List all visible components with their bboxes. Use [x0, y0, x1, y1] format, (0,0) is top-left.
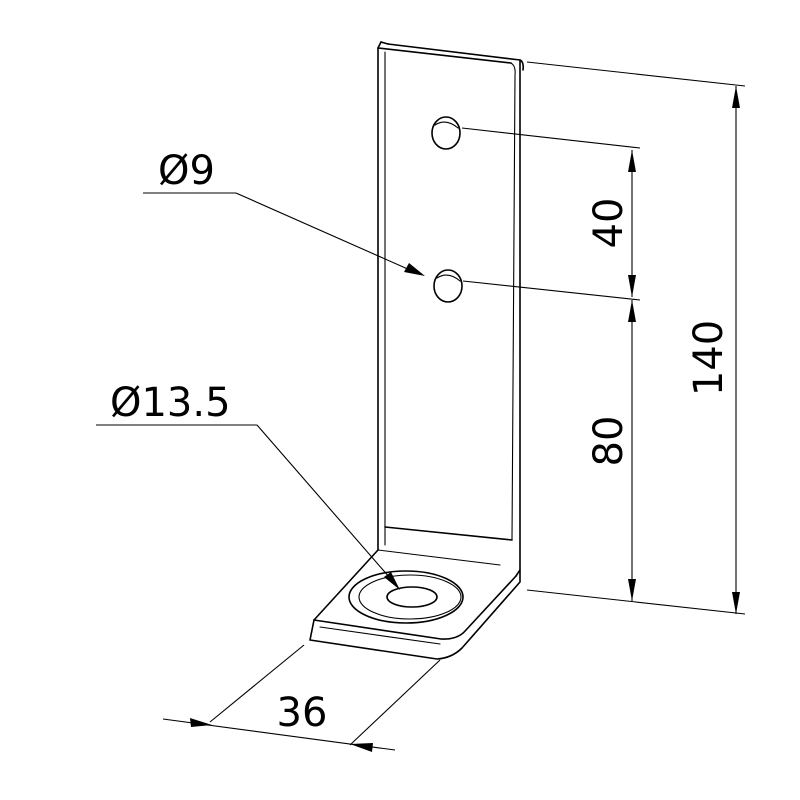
width-dimension — [162, 644, 441, 752]
upper-small-hole — [431, 116, 461, 150]
hole-spacing-label: 40 — [586, 198, 632, 249]
dimension-lines — [96, 61, 746, 752]
extension-line-lower-hole — [462, 280, 641, 301]
extension-line-upper-hole — [461, 127, 641, 149]
lower-small-hole — [433, 269, 463, 303]
vertical-plate-face — [387, 43, 521, 577]
dimension-labels: Ø9 Ø13.5 40 80 140 36 — [110, 148, 732, 736]
bend-line-lower — [377, 549, 501, 566]
angle-bracket-part — [309, 41, 524, 660]
foot-plate-outline — [313, 549, 517, 640]
extension-line-top — [526, 61, 746, 87]
total-height-dimension — [732, 86, 740, 614]
hole-spacing-dimension — [628, 150, 636, 297]
large-hole-diameter-label: Ø13.5 — [110, 380, 231, 426]
foot-plate-front-edge — [309, 569, 521, 660]
hole-to-base-dimension — [628, 300, 636, 601]
vertical-plate-left-edge — [377, 41, 382, 551]
vertical-plate-outer-round — [519, 59, 524, 71]
small-hole-diameter-label: Ø9 — [158, 148, 215, 194]
vertical-plate-top-edge — [377, 41, 512, 64]
foot-plate-inner-edge — [319, 626, 441, 645]
large-hole-leader — [96, 424, 400, 590]
total-height-label: 140 — [686, 320, 732, 396]
vertical-plate-top-curl — [510, 62, 516, 541]
hole-to-base-label: 80 — [586, 416, 632, 467]
width-label: 36 — [277, 690, 328, 736]
extension-line-bottom — [526, 589, 746, 615]
large-foot-hole — [348, 570, 464, 624]
bend-line-upper — [384, 526, 513, 541]
small-hole-leader — [143, 192, 425, 276]
